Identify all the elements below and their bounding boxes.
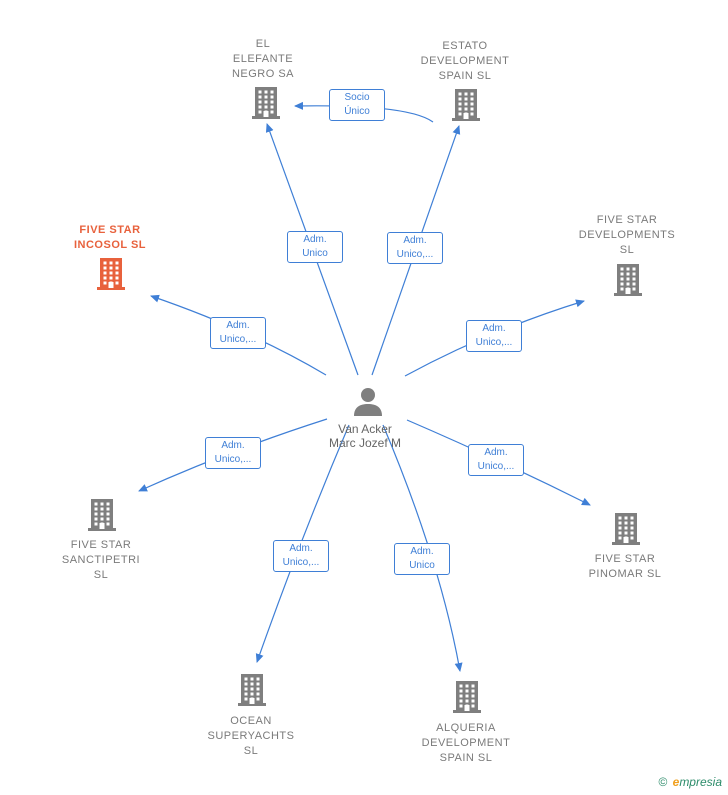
edge-label-el-elefante[interactable]: Adm. Unico bbox=[287, 231, 343, 263]
building-icon-alqueria[interactable] bbox=[452, 680, 482, 719]
edge-label-estato[interactable]: Adm. Unico,... bbox=[387, 232, 443, 264]
edge-label-el-elefante[interactable]: Socio Único bbox=[329, 89, 385, 121]
building-icon-five-star-developments[interactable] bbox=[613, 263, 643, 302]
edge-label-five-star-incosol[interactable]: Adm. Unico,... bbox=[210, 317, 266, 349]
edge-label-five-star-developments[interactable]: Adm. Unico,... bbox=[466, 320, 522, 352]
company-label-estato[interactable]: ESTATO DEVELOPMENT SPAIN SL bbox=[420, 40, 510, 82]
building-icon-el-elefante[interactable] bbox=[251, 86, 281, 125]
company-label-ocean-superyachts[interactable]: OCEAN SUPERYACHTS SL bbox=[207, 715, 295, 757]
company-label-five-star-sanctipetri[interactable]: FIVE STAR SANCTIPETRI SL bbox=[61, 539, 141, 581]
brand-logo-initial: e bbox=[672, 775, 680, 789]
building-icon-five-star-sanctipetri[interactable] bbox=[87, 498, 117, 537]
edge-label-five-star-pinomar[interactable]: Adm. Unico,... bbox=[468, 444, 524, 476]
building-icon-five-star-pinomar[interactable] bbox=[611, 512, 641, 551]
footer-brand: © empresia bbox=[658, 775, 722, 789]
edge-estato-to-el-elefante bbox=[294, 101, 434, 123]
company-label-alqueria[interactable]: ALQUERIA DEVELOPMENT SPAIN SL bbox=[421, 722, 511, 764]
copyright-symbol: © bbox=[658, 775, 668, 789]
building-icon-ocean-superyachts[interactable] bbox=[237, 673, 267, 712]
company-label-five-star-pinomar[interactable]: FIVE STAR PINOMAR SL bbox=[588, 553, 662, 580]
edge-label-alqueria[interactable]: Adm. Unico bbox=[394, 543, 450, 575]
company-label-five-star-incosol[interactable]: FIVE STAR INCOSOL SL bbox=[73, 224, 147, 251]
center-person-name[interactable]: Van Acker Marc Jozef M bbox=[328, 422, 401, 450]
building-icon-estato[interactable] bbox=[451, 88, 481, 127]
edge-label-ocean-superyachts[interactable]: Adm. Unico,... bbox=[273, 540, 329, 572]
company-label-five-star-developments[interactable]: FIVE STAR DEVELOPMENTS SL bbox=[578, 214, 676, 256]
edge-label-five-star-sanctipetri[interactable]: Adm. Unico,... bbox=[205, 437, 261, 469]
brand-logo-text: mpresia bbox=[679, 775, 722, 789]
company-label-el-elefante[interactable]: EL ELEFANTE NEGRO SA bbox=[231, 38, 295, 80]
building-icon-five-star-incosol[interactable] bbox=[96, 257, 126, 296]
person-icon[interactable] bbox=[352, 386, 384, 423]
